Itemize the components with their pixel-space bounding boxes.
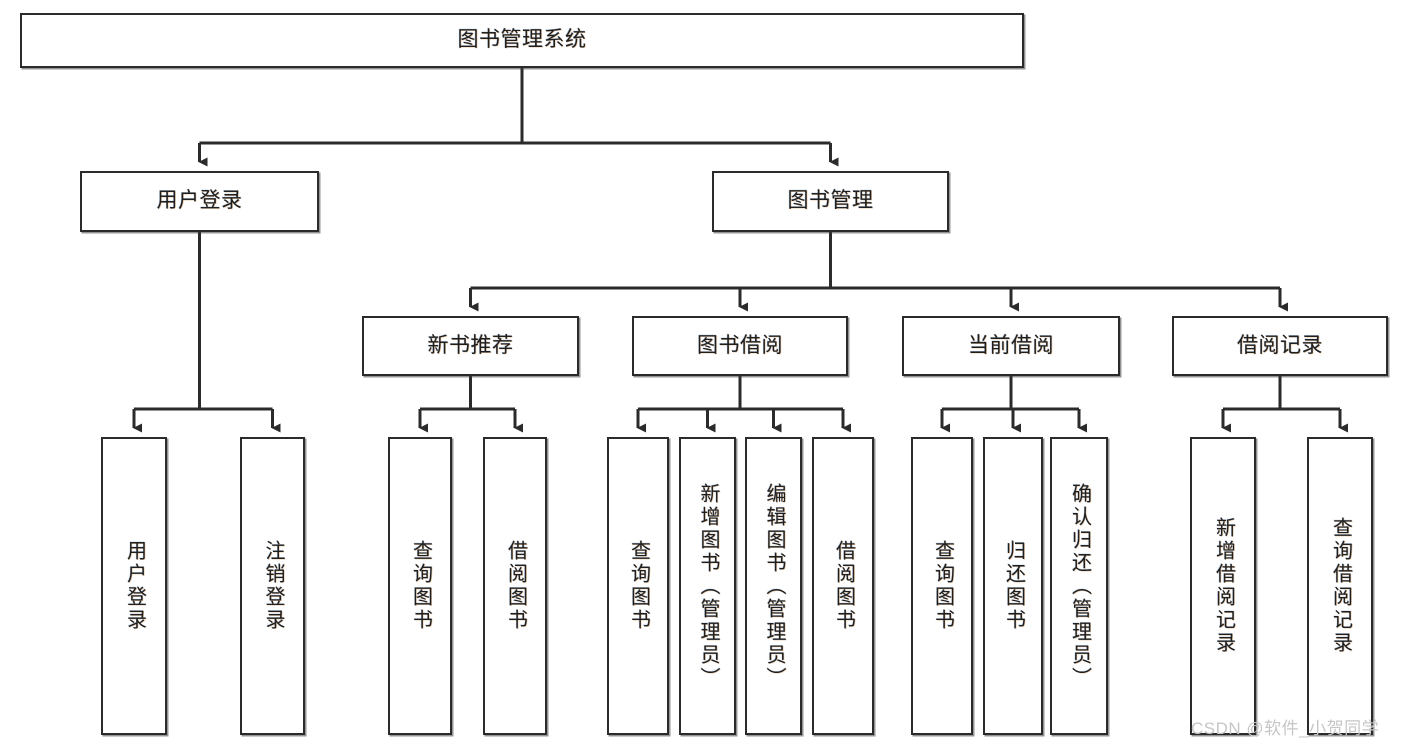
node-label: 查询借阅记录 <box>1329 517 1352 655</box>
node-label: 新增借阅记录 <box>1212 517 1235 655</box>
node-label: 图书管理 <box>787 189 874 213</box>
node-root[interactable]: 图书管理系统 <box>20 13 1024 68</box>
node-label: 查询图书 <box>931 540 954 632</box>
node-leaf-user-login[interactable]: 用户登录 <box>101 437 167 735</box>
node-label: 查询图书 <box>409 540 432 632</box>
node-label: 图书借阅 <box>697 333 783 357</box>
node-label: 用户登录 <box>123 540 146 632</box>
node-leaf-add-book-admin[interactable]: 新增图书（管理员） <box>679 437 736 735</box>
node-leaf-return-book[interactable]: 归还图书 <box>983 437 1043 735</box>
node-label: 图书管理系统 <box>457 28 587 52</box>
node-label: 编辑图书（管理员） <box>763 482 785 690</box>
node-leaf-query-book-3[interactable]: 查询图书 <box>911 437 973 735</box>
node-borrow-record[interactable]: 借阅记录 <box>1172 316 1388 376</box>
node-label: 借阅图书 <box>504 540 527 632</box>
node-label: 注销登录 <box>262 540 284 632</box>
node-leaf-user-logout[interactable]: 注销登录 <box>240 437 305 735</box>
node-leaf-borrow-book-1[interactable]: 借阅图书 <box>483 437 547 735</box>
node-leaf-borrow-book-2[interactable]: 借阅图书 <box>812 437 874 735</box>
node-label: 当前借阅 <box>968 333 1054 357</box>
node-label: 归还图书 <box>1002 540 1025 632</box>
node-leaf-query-book-1[interactable]: 查询图书 <box>388 437 452 735</box>
node-label: 用户登录 <box>156 189 243 213</box>
node-leaf-confirm-return[interactable]: 确认归还（管理员） <box>1050 437 1108 735</box>
node-label: 确认归还（管理员） <box>1068 482 1091 690</box>
node-label: 查询图书 <box>627 540 650 632</box>
node-user-login[interactable]: 用户登录 <box>80 171 319 232</box>
node-leaf-edit-book-admin[interactable]: 编辑图书（管理员） <box>745 437 802 735</box>
node-label: 新增图书（管理员） <box>697 482 719 690</box>
node-label: 借阅图书 <box>832 540 855 632</box>
node-leaf-add-record[interactable]: 新增借阅记录 <box>1190 437 1256 735</box>
node-label: 借阅记录 <box>1237 333 1323 357</box>
node-current-borrow[interactable]: 当前借阅 <box>902 316 1120 376</box>
node-label: 新书推荐 <box>427 333 514 357</box>
node-leaf-query-record[interactable]: 查询借阅记录 <box>1307 437 1373 735</box>
node-book-borrow[interactable]: 图书借阅 <box>632 316 848 376</box>
node-new-book-rec[interactable]: 新书推荐 <box>362 316 579 376</box>
node-book-manage[interactable]: 图书管理 <box>712 171 949 232</box>
node-leaf-query-book-2[interactable]: 查询图书 <box>607 437 669 735</box>
